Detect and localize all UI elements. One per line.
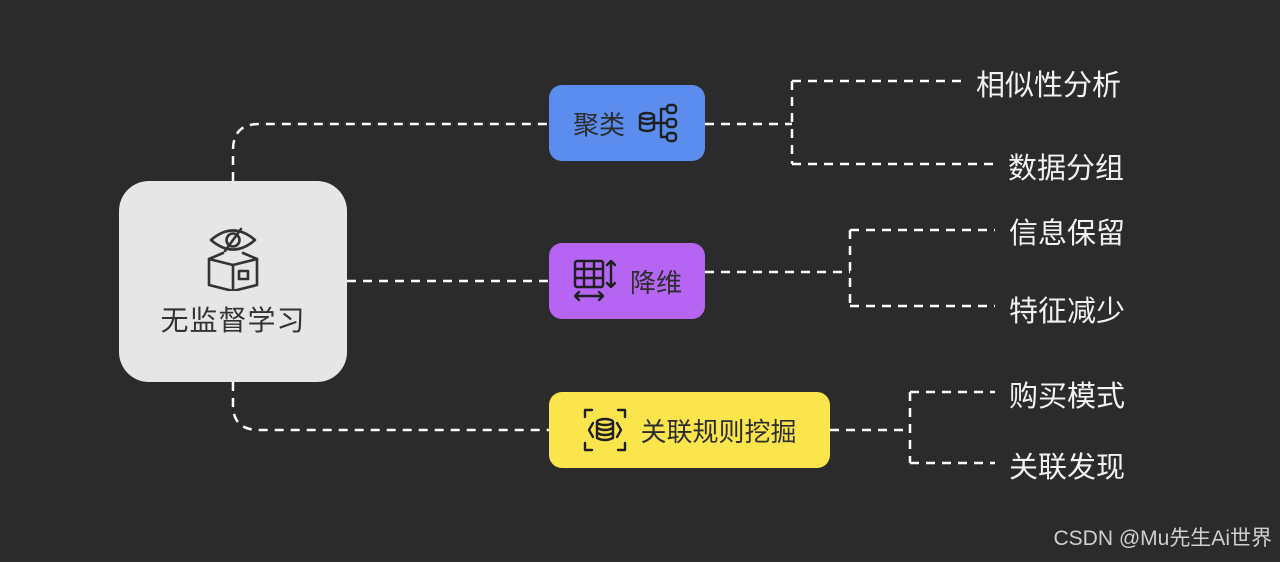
root-label: 无监督学习 [160,303,306,337]
connector-dimreduction-leaves [705,228,995,308]
branch-label-clustering: 聚类 [572,110,625,141]
branch-dimreduction: 降维 [549,243,705,319]
watermark: CSDN @Mu先生Ai世界 [1053,527,1272,550]
leaf-data-grouping: 数据分组 [1008,151,1125,185]
connector-clustering-leaves [705,79,995,166]
branch-association: 关联规则挖掘 [549,392,830,468]
leaf-feature-reduction: 特征减少 [1009,294,1126,328]
table-arrows-icon [572,258,618,304]
eye-slash-book-icon [205,225,261,292]
connector-root-association [231,382,549,432]
database-tree-icon [637,101,681,145]
leaf-purchase-patterns: 购买模式 [1009,379,1126,413]
database-scan-icon [582,407,628,453]
branch-clustering: 聚类 [549,85,705,161]
branch-label-association: 关联规则挖掘 [640,417,797,448]
connector-root-clustering [231,122,549,181]
leaf-information-retention: 信息保留 [1009,216,1126,250]
connector-association-leaves [830,390,995,465]
leaf-similarity-analysis: 相似性分析 [976,68,1122,102]
leaf-association-discovery: 关联发现 [1009,450,1126,484]
branch-label-dimreduction: 降维 [629,268,682,299]
root-node: 无监督学习 [119,181,347,382]
